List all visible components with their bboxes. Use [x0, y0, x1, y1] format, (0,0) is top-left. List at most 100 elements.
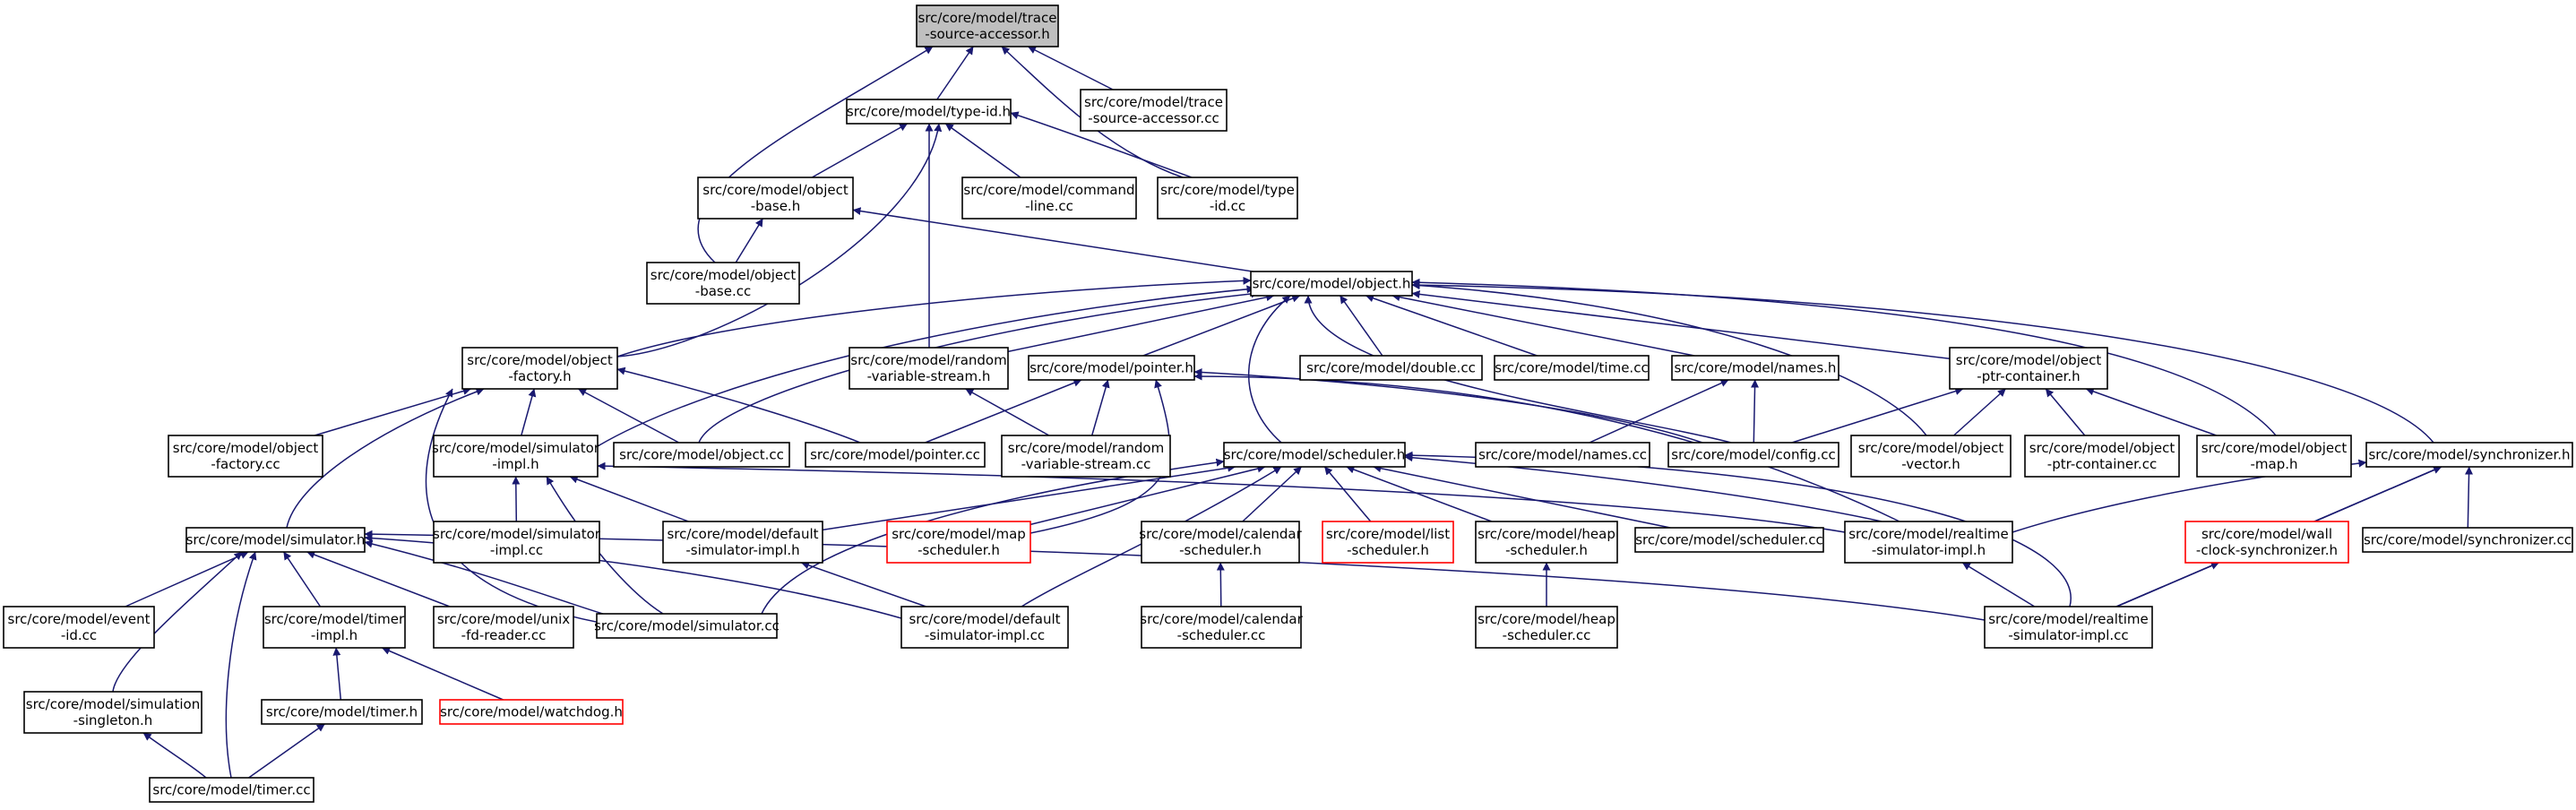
node-config-cc[interactable]: src/core/model/config.cc [1667, 442, 1839, 468]
node-label-line: src/core/model/names.h [1675, 360, 1837, 376]
node-label-line: -source-accessor.h [925, 26, 1049, 42]
node-rtsimimpl-cc[interactable]: src/core/model/realtime-simulator-impl.c… [1984, 606, 2153, 649]
node-simulator-h[interactable]: src/core/model/simulator.h [185, 527, 366, 553]
node-typeid-h[interactable]: src/core/model/type-id.h [846, 99, 1012, 125]
edge-scheduler-h-to-calsched-h [1242, 466, 1303, 522]
node-objfactory-cc[interactable]: src/core/model/object-factory.cc [168, 435, 323, 478]
node-box [185, 527, 366, 553]
node-synchronizer-cc[interactable]: src/core/model/synchronizer.cc [2362, 527, 2573, 553]
node-randvar-cc[interactable]: src/core/model/random-variable-stream.cc [1001, 435, 1171, 478]
node-label-line: -vector.h [1901, 456, 1960, 472]
node-heapsched-h[interactable]: src/core/model/heap-scheduler.h [1475, 521, 1618, 564]
node-objfactory-h[interactable]: src/core/model/object-factory.h [461, 347, 618, 390]
edge-object-h-to-names-h [1391, 293, 1695, 357]
edge-object-h-to-objmap-h [1411, 278, 2277, 436]
node-label-line: -simulator-impl.cc [2008, 627, 2128, 643]
node-defsimimpl-cc[interactable]: src/core/model/default-simulator-impl.cc [900, 606, 1069, 649]
node-box [439, 699, 624, 725]
node-box [916, 4, 1059, 47]
node-tsa-h[interactable]: src/core/model/trace-source-accessor.h [916, 4, 1059, 47]
node-box [1984, 606, 2153, 649]
node-label-line: src/core/model/pointer.cc [810, 447, 980, 463]
node-simulator-cc[interactable]: src/core/model/simulator.cc [594, 613, 780, 639]
node-watchdog-h[interactable]: src/core/model/watchdog.h [439, 699, 624, 725]
node-names-h[interactable]: src/core/model/names.h [1671, 355, 1839, 381]
node-label-line: src/core/model/synchronizer.cc [2364, 532, 2572, 548]
edge-simulator-h-to-simsingleton-h [112, 551, 243, 693]
node-label-line: -singleton.h [73, 712, 153, 728]
node-eventid-cc[interactable]: src/core/model/event-id.cc [3, 606, 155, 649]
node-rtsimimpl-h[interactable]: src/core/model/realtime-simulator-impl.h [1844, 521, 2013, 564]
node-label-line: -simulator-impl.h [685, 542, 799, 558]
node-box [805, 442, 986, 468]
node-box [1850, 435, 2012, 478]
node-randvar-h[interactable]: src/core/model/random-variable-stream.h [849, 347, 1009, 390]
node-box [23, 691, 202, 734]
edge-tsa-h-to-typeid-h [936, 46, 974, 100]
node-mapsched-h[interactable]: src/core/model/map-scheduler.h [886, 521, 1031, 564]
node-double-cc[interactable]: src/core/model/double.cc [1299, 355, 1483, 381]
node-box [2196, 435, 2352, 478]
node-scheduler-cc[interactable]: src/core/model/scheduler.cc [1634, 527, 1824, 553]
node-pointer-h[interactable]: src/core/model/pointer.h [1028, 355, 1195, 381]
node-box [646, 262, 800, 305]
edge-ptrcont-h-to-objvector-h [1953, 388, 2006, 436]
node-box [1667, 442, 1839, 468]
node-label-line: -impl.cc [490, 542, 543, 558]
edge-pointer-h-to-pointer-cc [925, 379, 1082, 444]
node-label-line: -base.h [751, 198, 800, 214]
node-label-line: src/core/model/pointer.h [1030, 360, 1193, 376]
node-simimpl-cc[interactable]: src/core/model/simulator-impl.cc [433, 521, 601, 564]
node-box [697, 177, 854, 220]
node-label-line: -ptr-container.cc [2047, 456, 2157, 472]
node-label-line: src/core/model/simulator.h [186, 532, 366, 548]
node-label-line: -simulator-impl.h [1872, 542, 1986, 558]
edge-names-h-to-names-cc [1589, 379, 1729, 444]
edge-simulator-h-to-eventid-cc [125, 551, 249, 608]
edge-names-h-to-config-cc [1751, 379, 1760, 444]
node-simimpl-h[interactable]: src/core/model/simulator-impl.h [432, 435, 600, 478]
node-calsched-h[interactable]: src/core/model/calendar-scheduler.h [1139, 521, 1303, 564]
node-box [1141, 521, 1300, 564]
node-calsched-cc[interactable]: src/core/model/calendar-scheduler.cc [1140, 606, 1304, 649]
edge-object-h-to-scheduler-h [1247, 295, 1291, 444]
edge-scheduler-h-to-mapsched-h [1030, 464, 1266, 526]
node-object-cc[interactable]: src/core/model/object.cc [613, 442, 790, 468]
node-listsched-h[interactable]: src/core/model/list-scheduler.h [1322, 521, 1454, 564]
node-scheduler-h[interactable]: src/core/model/scheduler.h [1223, 442, 1406, 468]
node-simsingleton-h[interactable]: src/core/model/simulation-singleton.h [23, 691, 202, 734]
node-label-line: src/core/model/random [1008, 440, 1164, 456]
node-objbase-h[interactable]: src/core/model/object-base.h [697, 177, 854, 220]
node-heapsched-cc[interactable]: src/core/model/heap-scheduler.cc [1475, 606, 1618, 649]
node-wallclock-h[interactable]: src/core/model/wall-clock-synchronizer.h [2184, 521, 2349, 564]
node-box [849, 347, 1009, 390]
node-timer-cc[interactable]: src/core/model/timer.cc [149, 777, 314, 803]
node-synchronizer-h[interactable]: src/core/model/synchronizer.h [2365, 442, 2573, 468]
node-ptrcont-h[interactable]: src/core/model/object-ptr-container.h [1949, 347, 2108, 390]
node-cmdline-cc[interactable]: src/core/model/command-line.cc [961, 177, 1137, 220]
node-label-line: src/core/model/trace [918, 10, 1057, 26]
node-label-line: -variable-stream.cc [1021, 456, 1151, 472]
node-label-line: src/core/model/time.cc [1495, 360, 1648, 376]
node-label-line: src/core/model/object [1956, 352, 2102, 368]
node-timer-h[interactable]: src/core/model/timer.h [261, 699, 423, 725]
node-defsimimpl-h[interactable]: src/core/model/default-simulator-impl.h [662, 521, 823, 564]
node-label-line: -ptr-container.h [1977, 368, 2080, 384]
node-ptrcont-cc[interactable]: src/core/model/object-ptr-container.cc [2024, 435, 2180, 478]
node-tsa-cc[interactable]: src/core/model/trace-source-accessor.cc [1080, 89, 1228, 132]
node-objvector-h[interactable]: src/core/model/object-vector.h [1850, 435, 2012, 478]
node-time-cc[interactable]: src/core/model/time.cc [1494, 355, 1650, 381]
node-label-line: -fd-reader.cc [461, 627, 547, 643]
node-label-line: src/core/model/realtime [1848, 526, 2009, 542]
node-timerimpl-h[interactable]: src/core/model/timer-impl.h [263, 606, 406, 649]
node-object-h[interactable]: src/core/model/object.h [1250, 271, 1413, 297]
node-pointer-cc[interactable]: src/core/model/pointer.cc [805, 442, 986, 468]
node-typeid-cc[interactable]: src/core/model/type-id.cc [1157, 177, 1298, 220]
node-names-cc[interactable]: src/core/model/names.cc [1475, 442, 1650, 468]
node-label-line: src/core/model/object [173, 440, 319, 456]
node-unixfd-cc[interactable]: src/core/model/unix-fd-reader.cc [433, 606, 574, 649]
node-objmap-h[interactable]: src/core/model/object-map.h [2196, 435, 2352, 478]
edge-object-h-to-randvar-h [1007, 293, 1275, 353]
edge-simimpl-h-to-simulator-cc [546, 476, 664, 615]
node-objbase-cc[interactable]: src/core/model/object-base.cc [646, 262, 800, 305]
